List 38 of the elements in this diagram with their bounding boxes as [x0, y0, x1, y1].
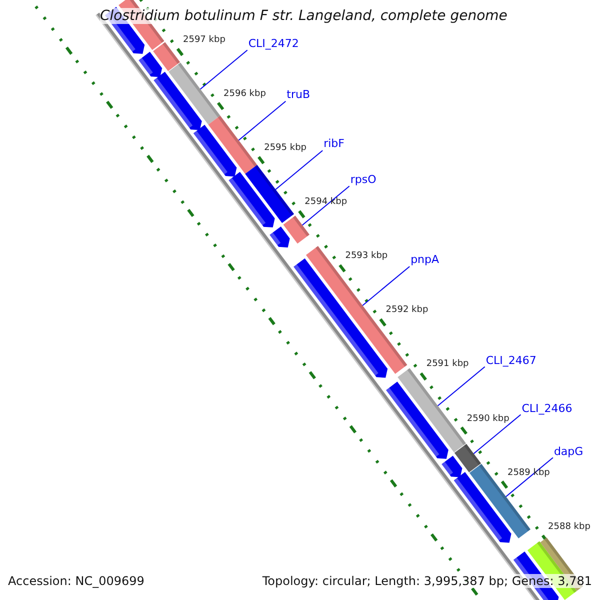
gene-label: pnpA: [410, 253, 440, 266]
gene-block: [442, 456, 462, 478]
position-label: 2593 kbp: [345, 251, 388, 262]
position-label: 2594 kbp: [304, 197, 348, 208]
gene-label: rpsO: [350, 173, 376, 186]
gene-block: [138, 52, 162, 78]
leader-line: [505, 457, 554, 498]
gene-label: dapG: [554, 444, 584, 458]
leader-line: [362, 266, 410, 306]
gene-label: truB: [286, 88, 310, 102]
gene-bar: [283, 216, 310, 244]
position-label: 2588 kbp: [548, 522, 590, 532]
position-label: 2596 kbp: [224, 89, 266, 100]
position-label: 2595 kbp: [264, 143, 307, 154]
leader-line: [302, 186, 350, 226]
position-label: 2591 kbp: [426, 359, 469, 370]
gene-block: [154, 72, 202, 130]
gene-label: CLI_2472: [248, 37, 299, 50]
gene-label: CLI_2466: [522, 402, 572, 415]
gene-bar: [153, 42, 180, 72]
position-label: 2597 kbp: [183, 35, 226, 45]
gene-block: [193, 124, 237, 177]
position-label: 2592 kbp: [386, 305, 428, 316]
gene-label: ribF: [324, 137, 344, 150]
leader-line: [275, 150, 324, 190]
gene-label: CLI_2467: [486, 354, 536, 367]
gene-block: [228, 172, 275, 228]
accession-text: Accession: NC_009699: [8, 574, 144, 588]
gene-block: [386, 382, 448, 459]
position-label: 2590 kbp: [466, 414, 510, 424]
gene-bar: [454, 444, 482, 472]
leader-line: [473, 414, 522, 454]
position-label: 2589 kbp: [507, 468, 550, 478]
leader-line: [437, 366, 486, 406]
leader-line: [238, 100, 286, 141]
leader-line: [200, 50, 248, 90]
gene-block: [294, 258, 388, 378]
gene-block: [270, 226, 290, 248]
